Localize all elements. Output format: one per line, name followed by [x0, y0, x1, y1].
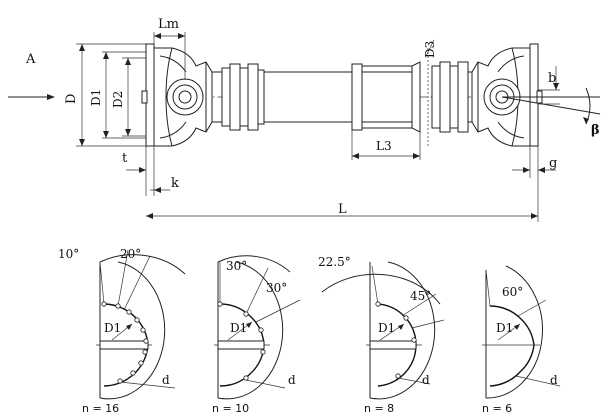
- label-beta: β: [591, 123, 600, 138]
- view-arrow-a: [8, 94, 55, 100]
- label-a: A: [25, 52, 36, 67]
- pcd-label-4: D1: [496, 321, 513, 335]
- flange-view-n8: 22.5° 45° D1 d n = 8: [318, 255, 445, 415]
- bolt-label-2: d: [288, 373, 296, 387]
- label-k: k: [171, 176, 179, 191]
- angle-label-20: 20°: [120, 247, 141, 261]
- left-flange-spigot: [141, 90, 148, 104]
- pcd-label-1: D1: [104, 321, 121, 335]
- angle-label-30b: 30°: [266, 281, 287, 295]
- label-t: t: [122, 151, 128, 166]
- bolt-label-3: d: [422, 373, 430, 387]
- label-g: g: [549, 156, 557, 171]
- bolt-label-4: d: [550, 373, 558, 387]
- left-cross-bearing: [166, 78, 204, 116]
- count-label-n16: n = 16: [82, 402, 119, 415]
- dimensions: [76, 32, 560, 222]
- dimension-labels: A D D1 D2 Lm D3 L3 t k L b g β: [25, 17, 600, 217]
- count-label-n6: n = 6: [482, 402, 512, 415]
- angle-label-30a: 30°: [226, 259, 247, 273]
- flange-view-n10: 30° 30° D1 d n = 10: [212, 255, 301, 415]
- articulation-angle: [501, 87, 601, 125]
- label-d1: D1: [89, 89, 103, 106]
- flange-view-n6: 60° D1 d n = 6: [482, 265, 561, 415]
- count-label-n8: n = 8: [364, 402, 394, 415]
- count-label-n10: n = 10: [212, 402, 249, 415]
- spline-sleeve: [351, 48, 469, 146]
- angle-label-45: 45°: [410, 289, 431, 303]
- angle-label-22-5: 22.5°: [318, 255, 351, 269]
- bolt-label-1: d: [162, 373, 170, 387]
- angle-label-60: 60°: [502, 285, 523, 299]
- pcd-label-2: D1: [230, 321, 247, 335]
- label-lm: Lm: [158, 17, 179, 32]
- left-hub: [221, 63, 265, 131]
- pcd-label-3: D1: [378, 321, 395, 335]
- label-b: b: [548, 71, 556, 86]
- label-d2: D2: [111, 91, 125, 108]
- label-l3: L3: [376, 139, 392, 153]
- shaft-tube: [263, 71, 357, 123]
- label-d: D: [64, 94, 79, 104]
- shaft-assembly: [8, 43, 601, 147]
- flange-view-n16: 10° 20° D1 d n = 16: [58, 247, 186, 415]
- angle-label-10: 10°: [58, 247, 79, 261]
- label-l: L: [338, 202, 347, 217]
- label-d3: D3: [423, 41, 437, 58]
